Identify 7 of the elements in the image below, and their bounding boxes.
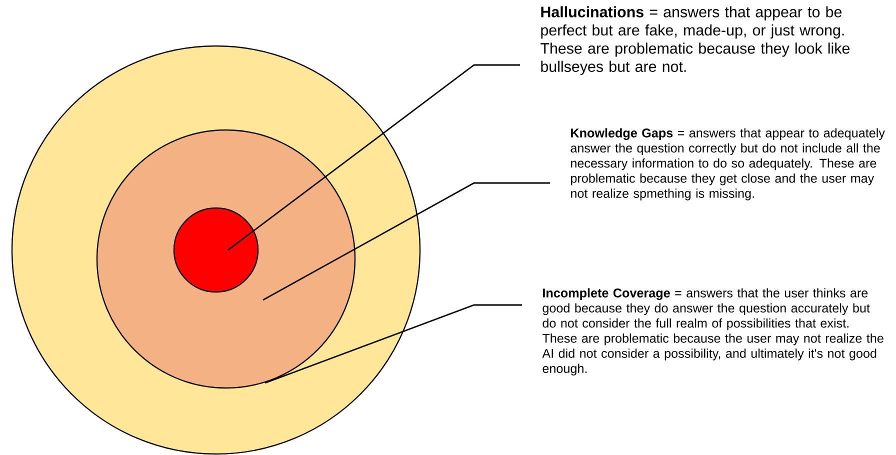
description-text: Hallucinations = answers that appear to be perfect but are fake, made-up, or just wrong. These are problematic because they look like bullseyes but are not.	[540, 6, 850, 75]
description-text: Knowledge Gaps = answers that appear to adequately answer the question correctly but do not include all the necessary information to do so adequately. These are problematic because they get close and the user may not realize spmething is missing.	[570, 128, 885, 200]
target-ring	[173, 207, 259, 293]
leader-line	[262, 182, 550, 301]
leader-line	[228, 64, 520, 251]
leader-line	[264, 304, 522, 384]
description-text: Incomplete Coverage = answers that the user thinks are good because they do answer the question accurately but do not consider the full realm of possibilities that exist. These are problematic because the user may not realize the AI did not consider a possibility, and ultimately it's not good enough.	[542, 288, 884, 376]
